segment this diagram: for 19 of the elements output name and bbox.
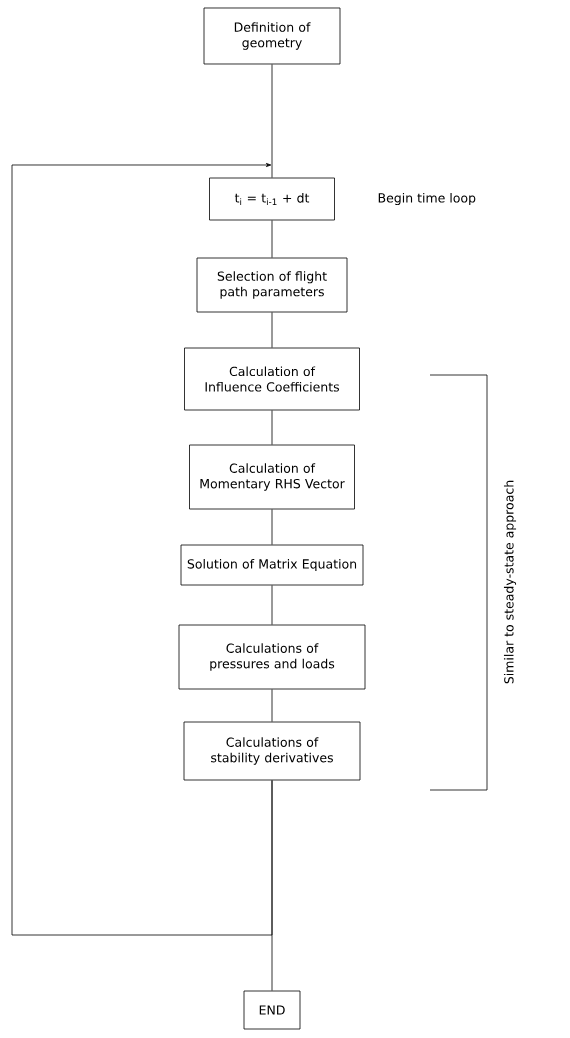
process-box: t$_{i}$ = t$_{i-1}$ + dt <box>209 177 335 221</box>
process-box: Calculations of pressures and loads <box>178 624 366 690</box>
process-box: Calculation of Influence Coefficients <box>184 347 360 411</box>
connector <box>11 163 273 936</box>
process-box: Definition of geometry <box>203 7 341 65</box>
process-box: Calculations of stability derivatives <box>183 721 361 781</box>
process-box: Selection of flight path parameters <box>196 257 348 313</box>
process-box: Calculation of Momentary RHS Vector <box>189 444 355 510</box>
side-note: Similar to steady-state approach <box>503 480 517 684</box>
connector <box>271 64 273 178</box>
connector <box>271 509 273 545</box>
connector <box>271 220 273 258</box>
connector <box>271 410 273 445</box>
connector <box>271 585 273 625</box>
process-box: END <box>243 990 301 1030</box>
process-box: Solution of Matrix Equation <box>180 544 364 586</box>
side-note: Begin time loop <box>378 192 476 206</box>
connector <box>271 689 273 722</box>
connector <box>271 312 273 348</box>
